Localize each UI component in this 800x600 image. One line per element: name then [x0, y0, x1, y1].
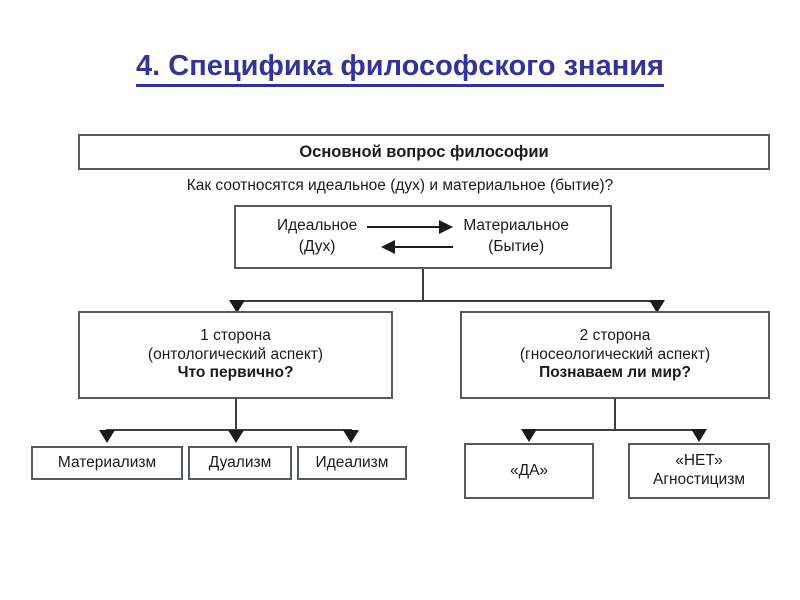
- node-side-1-line-2: (онтологический аспект): [147, 345, 324, 363]
- node-side-2: 2 сторона (гносеологический аспект) Позн…: [460, 311, 770, 399]
- connector-stem-side-2: [614, 399, 616, 430]
- relation-left-line-2: (Дух): [298, 238, 336, 255]
- node-main-question-label: Основной вопрос философии: [299, 142, 549, 161]
- arrow-down-icon-idealism: [343, 430, 359, 443]
- arrow-down-icon-no: [691, 429, 707, 442]
- arrow-down-icon-branch-1: [229, 300, 245, 313]
- node-materialism-label: Материализм: [57, 453, 157, 471]
- arrow-right-icon: [367, 219, 454, 234]
- node-answer-no-line-2: Агностицизм: [653, 471, 745, 488]
- node-answer-no-line-1: «НЕТ»: [675, 452, 723, 470]
- connector-stem-side-1: [235, 399, 237, 430]
- node-side-1-line-1: 1 сторона: [200, 326, 271, 344]
- node-idealism: Идеализм: [297, 446, 407, 480]
- node-answer-yes-line-1: «ДА»: [509, 461, 549, 479]
- page-title-text: 4. Специфика философского знания: [136, 50, 664, 87]
- relation-grid: Идеальное Материальное (Дух) (Бытие): [277, 217, 569, 257]
- node-side-2-line-1: 2 сторона: [579, 326, 651, 344]
- arrow-down-icon-branch-2: [649, 300, 665, 313]
- relation-left-line-1: Идеальное: [276, 217, 358, 235]
- connector-stem-relation: [422, 269, 424, 301]
- node-side-2-line-3: Познаваем ли мир?: [539, 364, 691, 382]
- node-dualism: Дуализм: [188, 446, 292, 480]
- relation-right-line-2: (Бытие): [488, 238, 545, 255]
- arrow-left-icon: [367, 240, 454, 255]
- node-side-1-line-3: Что первично?: [177, 364, 294, 382]
- node-answer-no: «НЕТ» Агностицизм: [628, 443, 770, 499]
- node-answer-yes: «ДА»: [464, 443, 594, 499]
- connector-bar-side-2: [528, 429, 700, 431]
- node-idealism-label: Идеализм: [315, 453, 389, 471]
- node-side-2-line-2: (гносеологический аспект): [519, 345, 711, 363]
- node-relation: Идеальное Материальное (Дух) (Бытие): [234, 205, 612, 269]
- arrow-down-icon-materialism: [99, 430, 115, 443]
- relation-right-line-1: Материальное: [463, 217, 570, 235]
- arrow-down-icon-yes: [521, 429, 537, 442]
- node-dualism-label: Дуализм: [208, 453, 272, 471]
- page-title: 4. Специфика философского знания: [0, 50, 800, 87]
- connector-bar-branches: [236, 300, 658, 302]
- node-side-1: 1 сторона (онтологический аспект) Что пе…: [78, 311, 393, 399]
- node-materialism: Материализм: [31, 446, 183, 480]
- node-main-question: Основной вопрос философии: [78, 134, 770, 170]
- arrow-down-icon-dualism: [228, 430, 244, 443]
- subtitle-text: Как соотносятся идеальное (дух) и матери…: [186, 177, 614, 194]
